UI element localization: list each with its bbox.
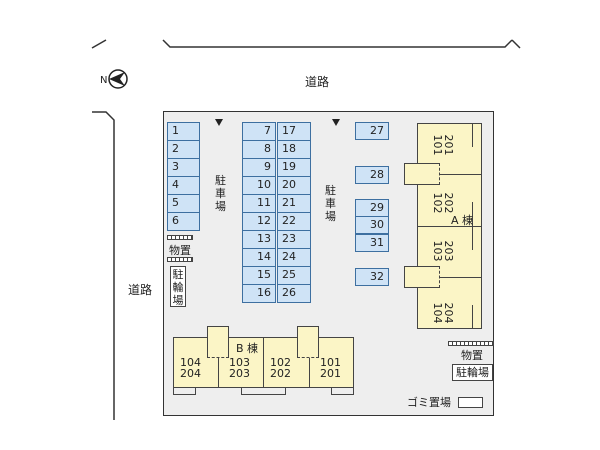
parking-slot-32[interactable]: 32: [355, 268, 389, 286]
north-arrow-icon: N: [100, 69, 128, 89]
parking-slot-10[interactable]: 10: [242, 176, 276, 195]
building-a-balcony-2: [472, 202, 482, 226]
building-b-divider-1: [218, 337, 219, 388]
road-label-north: 道路: [305, 75, 330, 89]
building-a-entrance-2: [404, 266, 440, 288]
building-b-balcony-3: [331, 388, 354, 395]
storage-rack-left-lower: [167, 257, 193, 262]
parking-slot-26[interactable]: 26: [277, 284, 311, 303]
building-b-unit-101-201[interactable]: 101 201: [320, 356, 341, 380]
parking-slot-11[interactable]: 11: [242, 194, 276, 213]
parking-slot-21[interactable]: 21: [277, 194, 311, 213]
parking-slot-5[interactable]: 5: [167, 194, 200, 213]
storage-rack-left: [167, 235, 193, 240]
building-b-balcony-1: [173, 388, 196, 395]
parking-slot-19[interactable]: 19: [277, 158, 311, 177]
parking-slot-2[interactable]: 2: [167, 140, 200, 159]
parking-slot-8[interactable]: 8: [242, 140, 276, 159]
building-a-divider-1: [417, 174, 482, 175]
building-a-divider-3: [417, 277, 482, 278]
parking-slot-24[interactable]: 24: [277, 248, 311, 267]
building-b-unit-102-202[interactable]: 102 202: [270, 356, 291, 380]
parking-slot-27[interactable]: 27: [355, 122, 389, 140]
building-b-unit-104-204[interactable]: 104 204: [180, 356, 201, 380]
parking-slot-28[interactable]: 28: [355, 166, 389, 184]
parking-slot-1[interactable]: 1: [167, 122, 200, 141]
building-a-entrance-1: [404, 163, 440, 185]
garbage-label: ゴミ置場: [407, 396, 451, 409]
storage-label-left: 物置: [169, 244, 191, 257]
building-b-divider-3: [309, 337, 310, 388]
entrance-arrow-left: [215, 119, 223, 126]
building-b-balcony-2: [241, 388, 286, 395]
bike-parking-left: 駐 輪 場: [170, 266, 186, 307]
building-a-unit-203-103[interactable]: 203 103: [431, 240, 455, 262]
parking-slot-30[interactable]: 30: [355, 216, 389, 234]
building-b-entrance-1: [207, 326, 229, 358]
building-a-unit-204-104[interactable]: 204 104: [431, 302, 455, 324]
parking-slot-4[interactable]: 4: [167, 176, 200, 195]
bike-parking-right: 駐輪場: [452, 364, 493, 381]
building-a-balcony-1: [472, 123, 482, 147]
parking-slot-3[interactable]: 3: [167, 158, 200, 177]
parking-slot-18[interactable]: 18: [277, 140, 311, 159]
garbage-box: [458, 397, 483, 408]
parking-label-right: 駐 車 場: [325, 184, 336, 223]
parking-slot-9[interactable]: 9: [242, 158, 276, 177]
parking-slot-6[interactable]: 6: [167, 212, 200, 231]
parking-slot-16[interactable]: 16: [242, 284, 276, 303]
parking-label-left: 駐 車 場: [215, 174, 226, 213]
storage-label-right: 物置: [461, 349, 483, 362]
building-b-divider-2: [263, 337, 264, 388]
building-a-balcony-4: [472, 305, 482, 329]
building-a-balcony-3: [472, 226, 482, 250]
parking-slot-14[interactable]: 14: [242, 248, 276, 267]
entrance-arrow-right: [332, 119, 340, 126]
parking-slot-31[interactable]: 31: [355, 234, 389, 252]
parking-slot-29[interactable]: 29: [355, 199, 389, 217]
svg-text:N: N: [100, 75, 107, 86]
road-label-west: 道路: [128, 283, 153, 297]
parking-slot-15[interactable]: 15: [242, 266, 276, 285]
parking-slot-20[interactable]: 20: [277, 176, 311, 195]
building-a-divider-2: [417, 226, 482, 227]
building-b-unit-103-203[interactable]: 103 203: [229, 356, 250, 380]
building-b-entrance-2: [297, 326, 319, 358]
parking-slot-25[interactable]: 25: [277, 266, 311, 285]
parking-slot-17[interactable]: 17: [277, 122, 311, 141]
building-a-label: A 棟: [451, 214, 474, 227]
building-a-unit-201-101[interactable]: 201 101: [431, 134, 455, 156]
parking-slot-12[interactable]: 12: [242, 212, 276, 231]
parking-slot-22[interactable]: 22: [277, 212, 311, 231]
parking-slot-23[interactable]: 23: [277, 230, 311, 249]
parking-slot-13[interactable]: 13: [242, 230, 276, 249]
parking-slot-7[interactable]: 7: [242, 122, 276, 141]
building-b-label: B 棟: [236, 342, 259, 355]
storage-rack-right: [448, 341, 494, 346]
